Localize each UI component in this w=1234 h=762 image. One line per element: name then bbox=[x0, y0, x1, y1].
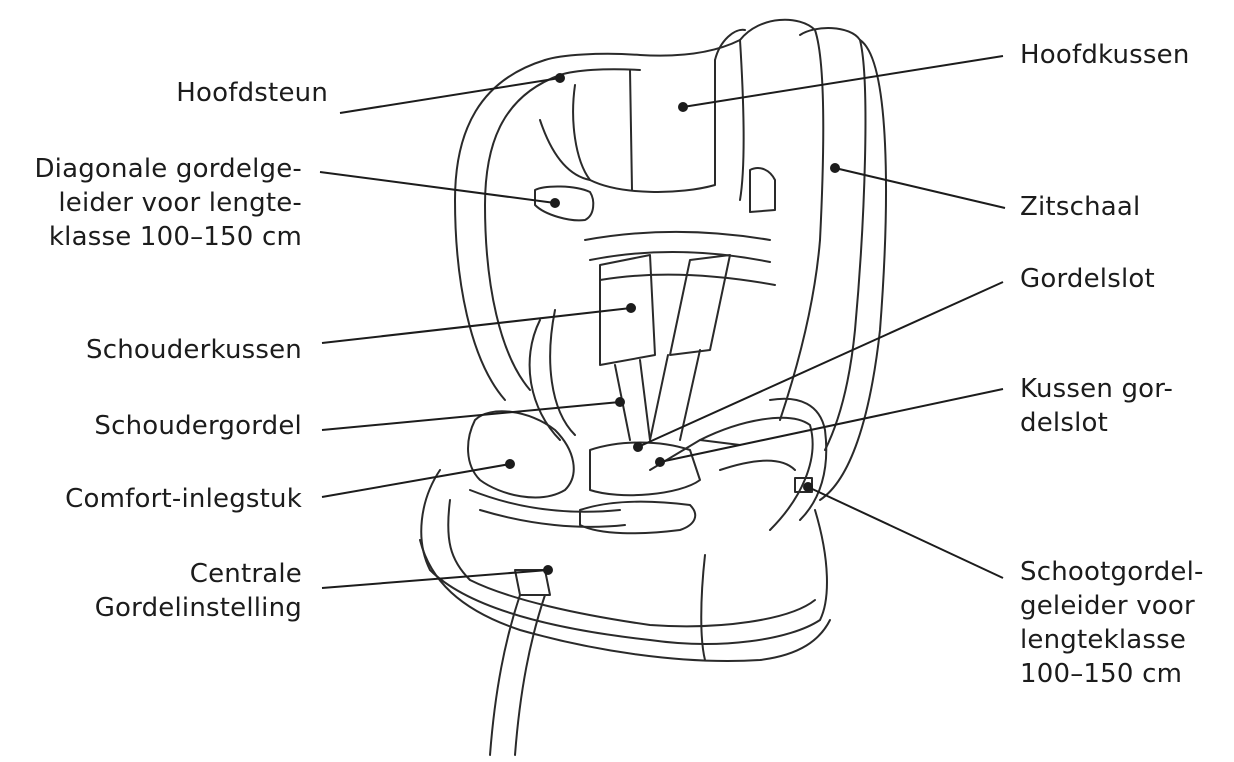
leader-line-diagonale-gordelgeleider bbox=[320, 172, 555, 203]
label-schoudergordel: Schoudergordel bbox=[94, 409, 302, 443]
leader-dot-schouderkussen bbox=[627, 304, 635, 312]
leader-line-hoofdsteun bbox=[340, 78, 560, 113]
leader-dot-zitschaal bbox=[831, 164, 839, 172]
leader-line-hoofdkussen bbox=[683, 56, 1003, 107]
leader-dot-centrale-gordelinstelling bbox=[544, 566, 552, 574]
leader-dot-comfort-inlegstuk bbox=[506, 460, 514, 468]
leader-dot-diagonale-gordelgeleider bbox=[551, 199, 559, 207]
label-diagonale-gordelgeleider: Diagonale gordelge- leider voor lengte- … bbox=[34, 152, 302, 254]
leader-dot-hoofdsteun bbox=[556, 74, 564, 82]
leader-line-schootgordelgeleider bbox=[808, 487, 1003, 578]
leader-line-schoudergordel bbox=[322, 402, 620, 430]
leader-line-gordelslot bbox=[638, 282, 1003, 447]
label-hoofdkussen: Hoofdkussen bbox=[1020, 38, 1190, 72]
label-comfort-inlegstuk: Comfort-inlegstuk bbox=[65, 482, 302, 516]
leader-line-schouderkussen bbox=[322, 308, 631, 343]
leader-dot-kussen-gordelslot bbox=[656, 458, 664, 466]
leader-dot-gordelslot bbox=[634, 443, 642, 451]
leader-dot-schoudergordel bbox=[616, 398, 624, 406]
leader-line-kussen-gordelslot bbox=[660, 389, 1003, 462]
label-schootgordelgeleider: Schootgordel- geleider voor lengteklasse… bbox=[1020, 555, 1204, 691]
label-hoofdsteun: Hoofdsteun bbox=[176, 76, 328, 110]
car-seat-illustration bbox=[420, 20, 886, 755]
leader-dot-schootgordelgeleider bbox=[804, 483, 812, 491]
label-zitschaal: Zitschaal bbox=[1020, 190, 1140, 224]
label-centrale-gordelinstelling: Centrale Gordelinstelling bbox=[95, 557, 302, 625]
label-schouderkussen: Schouderkussen bbox=[86, 333, 302, 367]
leader-dot-hoofdkussen bbox=[679, 103, 687, 111]
label-gordelslot: Gordelslot bbox=[1020, 262, 1155, 296]
leader-line-zitschaal bbox=[835, 168, 1005, 208]
label-kussen-gordelslot: Kussen gor- delslot bbox=[1020, 372, 1173, 440]
